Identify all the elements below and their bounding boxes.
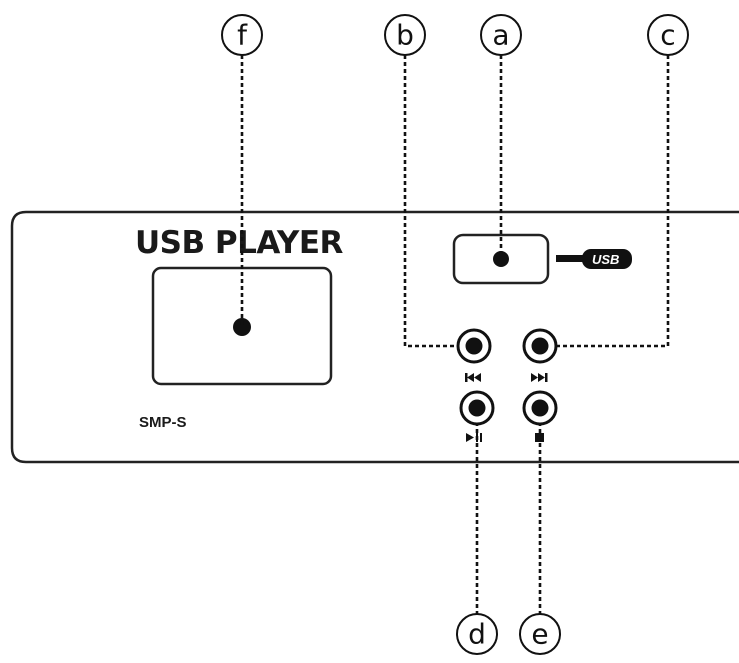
callout-f: f (221, 14, 263, 56)
play-pause-icon (466, 433, 482, 442)
callout-a: a (480, 14, 522, 56)
callout-d: d (456, 613, 498, 655)
usb-logo: USB (556, 249, 632, 269)
svg-text:f: f (237, 19, 248, 52)
brand-title: USB PLAYER (135, 225, 344, 261)
usb-logo-plug (582, 249, 632, 269)
leader-line-c (540, 55, 670, 348)
skip-previous-icon (465, 373, 481, 382)
skip-next-icon (531, 373, 548, 382)
usb-logo-cable (556, 255, 584, 262)
callout-b: b (384, 14, 426, 56)
play-pause-button[interactable] (459, 390, 495, 426)
svg-text:a: a (492, 19, 509, 52)
usb-port[interactable] (452, 233, 550, 285)
svg-text:c: c (660, 19, 675, 52)
stop-icon (535, 433, 544, 442)
leader-line-b (403, 55, 474, 348)
svg-text:d: d (468, 618, 486, 651)
model-label: SMP-S (139, 414, 187, 431)
front-panel-outline (10, 210, 739, 464)
stop-button[interactable] (522, 390, 558, 426)
svg-text:b: b (396, 19, 414, 52)
callout-e: e (519, 613, 561, 655)
callout-c: c (647, 14, 689, 56)
svg-text:e: e (531, 618, 548, 651)
next-track-button[interactable] (522, 328, 558, 364)
usb-logo-text: USB (592, 252, 619, 267)
previous-track-button[interactable] (456, 328, 492, 364)
display-marker-dot (233, 318, 251, 336)
